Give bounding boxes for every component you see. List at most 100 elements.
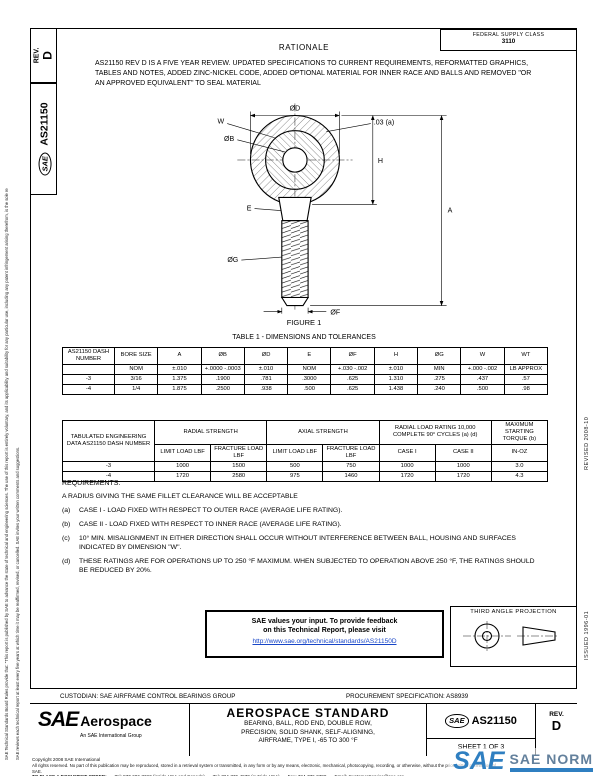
tel-inside: Tel: 877-606-7323 (inside USA and Canada… [115,774,205,776]
stamp-line2: 3110 [501,38,516,45]
requirement-item-b: (b) CASE II - LOAD FIXED WITH RESPECT TO… [62,521,544,530]
requirement-tag: (a) [62,507,71,514]
document-type: AEROSPACE STANDARD [226,706,390,720]
requirements-heading: REQUIREMENTS: [62,480,121,487]
rev-value: D [39,51,54,60]
table2-sub-fracture1: FRACTURE LOAD LBF [210,443,268,462]
title-block-right: SAE AS21150 SHEET 1 OF 3 REV. D [427,704,577,756]
table-cell: AS21150 DASH NUMBER [62,347,115,365]
table-cell: 1720 [378,470,436,482]
table-cell: 1.875 [157,383,202,395]
table-cell: 750 [322,460,380,472]
table-cell: MIN [417,363,462,375]
rev-box: REV. D [30,28,57,83]
doc-number: AS21150 [471,715,517,727]
table-cell: -3 [62,460,155,472]
table-cell: .500 [287,383,332,395]
table2-sub-inoz: IN-OZ [490,443,549,462]
requirement-intro: A RADIUS GIVING THE SAME FILLET CLEARANC… [62,493,298,500]
footer-legal: Copyright 2008 SAE International All rig… [32,757,500,776]
third-angle-projection-symbol-icon [462,621,559,651]
table-cell: .781 [243,373,289,385]
table-cell: .3000 [287,373,332,385]
legal-notice-vertical-outer: SAE Technical Standards Board Rules prov… [4,188,9,760]
requirement-tag: (c) [62,535,70,542]
table-cell: E [287,347,332,365]
table-cell: .500 [460,383,505,395]
sae-brand-text: SAE [38,708,79,731]
dim-label-od: ØD [290,105,301,112]
requirement-text: CASE I - LOAD FIXED WITH RESPECT TO OUTE… [79,507,343,514]
rod-end-body [249,114,340,307]
table-cell: 1000 [378,460,436,472]
dim-label-a: A [448,208,453,215]
order-line: TO PLACE A DOCUMENT ORDER: Tel: 877-606-… [32,774,500,776]
dimension-labels: ØD .03 (a) W ØB H A E ØG ØF [217,105,452,315]
table2-sub-limit1: LIMIT LOAD LBF [153,443,212,462]
requirement-text: 10° MIN. MISALIGNMENT IN EITHER DIRECTIO… [79,535,516,551]
table2-sub-case2: CASE II [434,443,492,462]
stamp-line1: FEDERAL SUPPLY CLASS [472,32,545,38]
table-cell: ØB [200,347,245,365]
dim-label-h: H [378,158,383,165]
table1-title: TABLE 1 - DIMENSIONS AND TOLERANCES [232,334,376,341]
feedback-url-link[interactable]: http://www.sae.org/technical/standards/A… [252,637,397,645]
ratings-table: TABULATED ENGINEERING DATA AS21150 DASH … [62,420,549,482]
table-cell: W [460,347,505,365]
table2-header-axial: AXIAL STRENGTH [266,420,380,445]
table-cell: 1.310 [373,373,419,385]
sae-norm-logo-icon: SAE [453,747,505,775]
revised-date-vertical: REVISED 2008-10 [584,416,590,470]
table-cell: .1900 [200,373,245,385]
doc-number-cell: SAE AS21150 SHEET 1 OF 3 [427,704,535,756]
rev-value: D [551,718,562,733]
table2-sub-limit2: LIMIT LOAD LBF [266,443,324,462]
document-title-line1: BEARING, BALL, ROD END, DOUBLE ROW, [244,720,372,727]
table-cell: 1500 [210,460,268,472]
tel-outside: Tel: 724-776-4970 (outside USA) [213,774,280,776]
table-cell: 1000 [153,460,212,472]
table2-header-torque: MAXIMUM STARTING TORQUE (b) [490,420,549,445]
table-cell [62,363,115,375]
table-cell: -3 [62,373,115,385]
doc-number-vertical: AS21150 [38,102,51,146]
table-cell: +.030 -.002 [330,363,375,375]
table-cell: 2580 [210,470,268,482]
rationale-body: AS21150 REV D IS A FIVE YEAR REVIEW. UPD… [95,60,532,88]
table-cell: .2500 [200,383,245,395]
rights-line: All rights reserved. No part of this pub… [32,762,496,774]
table-cell: 1.375 [157,373,202,385]
requirement-item-c: (c) 10° MIN. MISALIGNMENT IN EITHER DIRE… [62,535,544,553]
feedback-line1: SAE values your input. To provide feedba… [251,618,398,625]
rev-label: REV. [549,711,564,718]
requirement-tag: (d) [62,558,71,565]
custodian-bar: CUSTODIAN: SAE AIRFRAME CONTROL BEARINGS… [30,688,577,703]
dim-label-w: W [217,119,224,126]
table-cell: 4.3 [490,470,549,482]
issued-date-vertical: ISSUED 1996-01 [584,610,590,660]
third-angle-projection-box: THIRD ANGLE PROJECTION [450,606,577,667]
table-cell: .938 [243,383,289,395]
dim-label-og: ØG [227,257,238,264]
dim-label-e: E [247,206,252,213]
table-cell: ±.010 [157,363,202,375]
sheet-number: SHEET 1 OF 3 [427,739,535,756]
dim-label-ob: ØB [224,136,234,143]
procurement-text: PROCUREMENT SPECIFICATION: AS8939 [346,692,469,700]
table-cell: .98 [503,383,549,395]
sae-logo-oval-icon: SAE [38,152,52,176]
aerospace-brand-text: Aerospace [80,713,152,729]
table-cell: ØG [417,347,462,365]
table-cell: 3/16 [113,373,159,385]
table-cell: .437 [460,373,505,385]
legal-notice-vertical-inner: SAE reviews each technical report at lea… [15,446,20,760]
dimension-lines [227,111,447,314]
table2-header-dash: TABULATED ENGINEERING DATA AS21150 DASH … [62,420,155,462]
